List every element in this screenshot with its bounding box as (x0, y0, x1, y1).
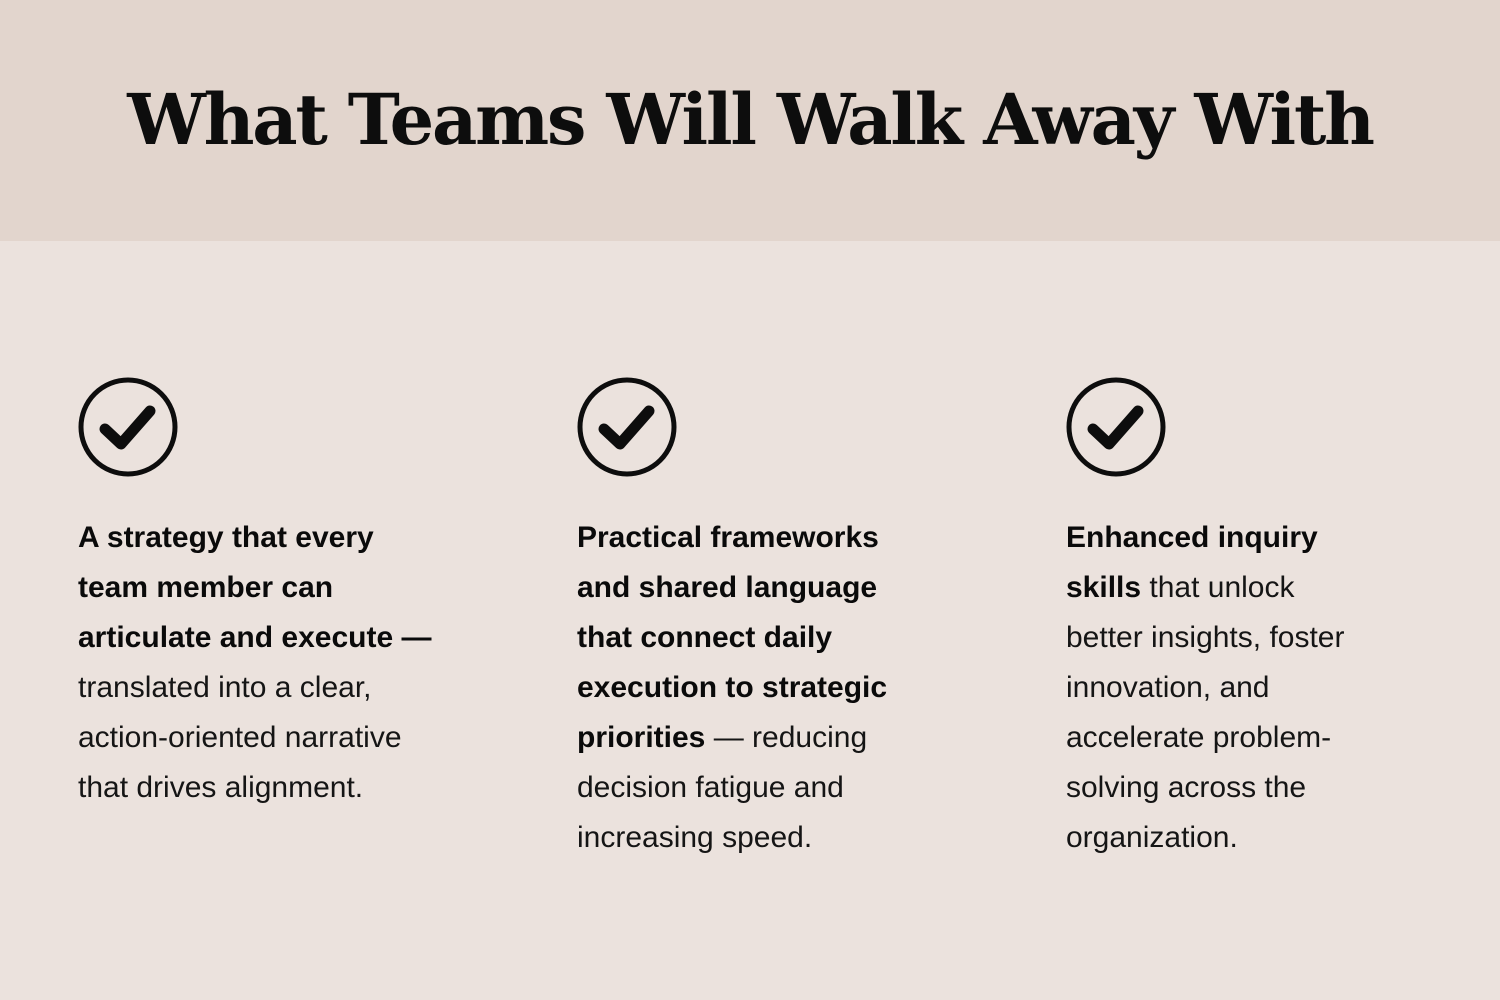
benefit-bold-text: and shared language (577, 571, 878, 604)
benefit-body-text: — reducing (705, 721, 868, 754)
benefit-body-text: better insights, foster (1066, 621, 1345, 654)
benefit-bold-text: Practical frameworks (577, 521, 879, 554)
benefit-bold-text: skills (1066, 571, 1142, 604)
benefit-bold-text: Enhanced inquiry (1066, 521, 1318, 554)
benefit-column-3: Enhanced inquiry skills that unlock better… (1066, 377, 1486, 854)
benefit-column-1: A strategy that every team member can arti… (78, 377, 498, 804)
benefit-body-text: decision fatigue and (577, 771, 844, 804)
benefit-bold-text: priorities (577, 721, 706, 754)
benefit-body-text: accelerate problem- (1066, 721, 1332, 754)
benefit-text-1: A strategy that every team member can arti… (78, 513, 498, 813)
benefit-bold-text: A strategy that every (78, 521, 374, 554)
benefit-bold-text: articulate and execute — (78, 621, 432, 654)
benefit-bold-text: execution to strategic (577, 671, 888, 704)
benefit-bold-text: team member can (78, 571, 334, 604)
check-circle-icon (577, 377, 677, 477)
benefit-body-text: solving across the (1066, 771, 1307, 804)
benefit-body-text: translated into a clear, (78, 671, 372, 704)
check-circle-icon (78, 377, 178, 477)
benefit-body-text: that drives alignment. (78, 771, 364, 804)
benefit-body-text: organization. (1066, 821, 1238, 854)
benefit-body-text: increasing speed. (577, 821, 813, 854)
benefit-body-text: action-oriented narrative (78, 721, 402, 754)
benefit-text-3: Enhanced inquiry skills that unlock better… (1066, 513, 1486, 863)
page-title: What Teams Will Walk Away With (127, 78, 1375, 161)
header-banner: What Teams Will Walk Away With (0, 0, 1500, 241)
benefit-bold-text: that connect daily (577, 621, 833, 654)
benefit-body-text: that unlock (1141, 571, 1295, 604)
benefit-body-text: innovation, and (1066, 671, 1270, 704)
check-circle-icon (1066, 377, 1166, 477)
benefit-text-2: Practical frameworks and shared language t… (577, 513, 997, 863)
benefit-column-2: Practical frameworks and shared language t… (577, 377, 997, 854)
